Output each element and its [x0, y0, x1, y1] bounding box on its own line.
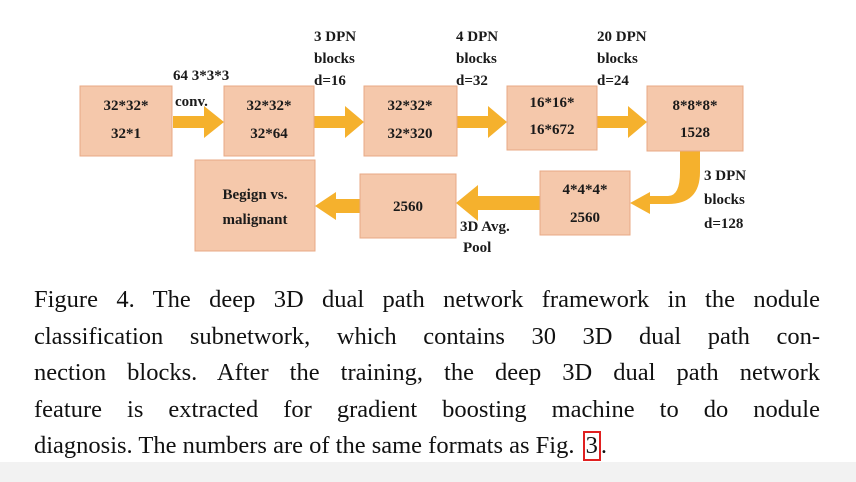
label-dpn-3-line-1: 20 DPN — [597, 29, 647, 45]
box-dpn3: 8*8*8* 1528 — [646, 85, 744, 152]
caption-line-4: feature is extracted for gradient boosti… — [34, 395, 820, 423]
figure-caption: Figure 4. The deep 3D dual path network … — [34, 282, 820, 465]
box-output-line-2: malignant — [222, 212, 287, 228]
box-dpn1-line-2: 32*320 — [388, 126, 433, 142]
arrow-dpn1-to-dpn2 — [457, 106, 507, 138]
arrow-dpn3-to-dpn4 — [630, 151, 700, 214]
label-conv-line-2: conv. — [175, 94, 208, 110]
label-dpn-1-line-1: 3 DPN — [314, 29, 356, 45]
label-conv: 64 3*3*3 conv. — [173, 68, 229, 110]
box-dpn2-rect — [506, 85, 598, 151]
arrows — [173, 106, 700, 221]
box-output: Begign vs. malignant — [194, 159, 316, 252]
label-dpn-1: 3 DPN blocks d=16 — [314, 29, 356, 89]
label-pool: 3D Avg. Pool — [460, 219, 510, 256]
bottom-band — [0, 462, 856, 482]
box-output-line-1: Begign vs. — [222, 187, 287, 203]
box-pool: 2560 — [359, 173, 457, 239]
label-dpn-1-line-2: blocks — [314, 51, 355, 67]
label-dpn-4-line-3: d=128 — [704, 216, 743, 232]
label-pool-line-1: 3D Avg. — [460, 219, 510, 235]
label-dpn-4: 3 DPN blocks d=128 — [704, 168, 746, 232]
box-dpn2: 16*16* 16*672 — [506, 85, 598, 151]
arrow-conv-to-dpn1 — [314, 106, 364, 138]
box-dpn3-rect — [646, 85, 744, 152]
caption-line-3: nection blocks. After the training, the … — [34, 359, 820, 386]
label-dpn-2-line-1: 4 DPN — [456, 29, 498, 45]
label-dpn-4-line-1: 3 DPN — [704, 168, 746, 184]
arrow-pool-to-output — [315, 192, 360, 220]
label-dpn-2-line-3: d=32 — [456, 73, 488, 89]
box-conv-line-2: 32*64 — [250, 126, 288, 142]
box-dpn1: 32*32* 32*320 — [363, 85, 458, 157]
box-input: 32*32* 32*1 — [79, 85, 173, 157]
caption-line-2: classification subnetwork, which contain… — [34, 322, 820, 350]
box-dpn3-line-1: 8*8*8* — [673, 98, 718, 114]
figure-reference-link[interactable]: 3 — [582, 431, 601, 461]
box-dpn1-rect — [363, 85, 458, 157]
arrow-dpn4-to-pool — [456, 185, 540, 221]
label-dpn-3-line-3: d=24 — [597, 73, 629, 89]
label-dpn-3-line-2: blocks — [597, 51, 638, 67]
box-input-line-1: 32*32* — [104, 98, 149, 114]
label-dpn-4-line-2: blocks — [704, 192, 745, 208]
caption-line-1: Figure 4. The deep 3D dual path network … — [34, 286, 820, 313]
caption-line-5-end: . — [600, 432, 607, 459]
caption-line-5: diagnosis. The numbers are of the same f… — [34, 428, 820, 465]
label-dpn-2-line-2: blocks — [456, 51, 497, 67]
box-dpn3-line-2: 1528 — [680, 125, 710, 141]
box-pool-line-1: 2560 — [393, 199, 423, 215]
label-dpn-3: 20 DPN blocks d=24 — [597, 29, 647, 89]
box-input-line-2: 32*1 — [111, 126, 141, 142]
label-dpn-1-line-3: d=16 — [314, 73, 346, 89]
caption-line-5-text: diagnosis. The numbers are of the same f… — [34, 432, 581, 459]
label-dpn-2: 4 DPN blocks d=32 — [456, 29, 498, 89]
box-dpn4-rect — [539, 170, 631, 236]
box-conv-line-1: 32*32* — [247, 98, 292, 114]
box-output-rect — [194, 159, 316, 252]
label-pool-line-2: Pool — [463, 240, 491, 256]
label-conv-line-1: 64 3*3*3 — [173, 68, 229, 84]
box-dpn4: 4*4*4* 2560 — [539, 170, 631, 236]
box-conv-rect — [223, 85, 315, 157]
box-dpn4-line-2: 2560 — [570, 210, 600, 226]
box-input-rect — [79, 85, 173, 157]
box-conv: 32*32* 32*64 — [223, 85, 315, 157]
box-dpn2-line-1: 16*16* — [530, 95, 575, 111]
arrow-dpn2-to-dpn3 — [597, 106, 647, 138]
network-diagram: 32*32* 32*1 32*32* 32*64 32*32* 32*320 1… — [79, 29, 746, 256]
box-dpn4-line-1: 4*4*4* — [563, 182, 608, 198]
box-pool-rect — [359, 173, 457, 239]
arrow-input-to-conv — [173, 106, 224, 138]
box-dpn2-line-2: 16*672 — [530, 122, 575, 138]
box-dpn1-line-1: 32*32* — [388, 98, 433, 114]
